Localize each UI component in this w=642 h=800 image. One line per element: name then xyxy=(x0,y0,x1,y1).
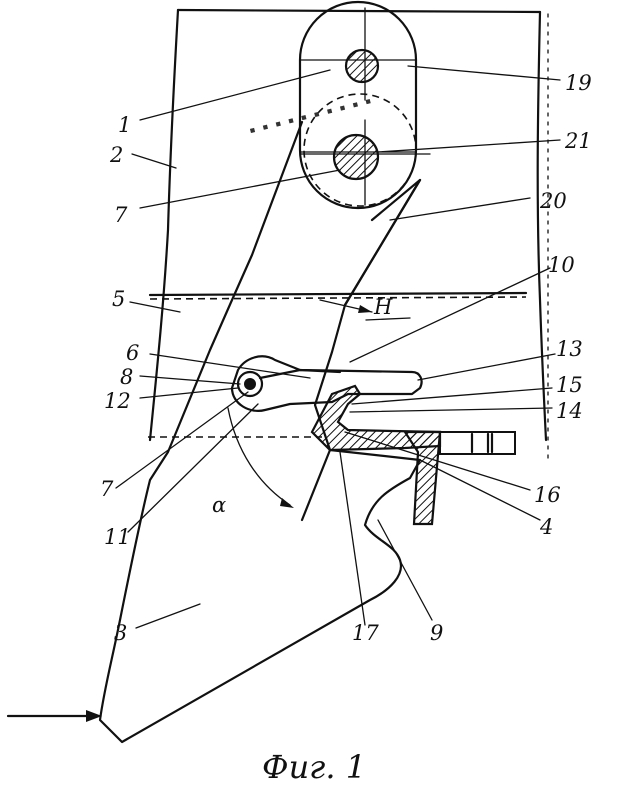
label-19: 19 xyxy=(565,71,592,95)
h-marker xyxy=(319,299,411,321)
label-10: 10 xyxy=(548,253,575,277)
label-1: 1 xyxy=(118,113,131,137)
label-15: 15 xyxy=(556,373,583,397)
label-7-bottom: 7 xyxy=(100,477,114,501)
leader-lines xyxy=(115,65,561,629)
label-3: 3 xyxy=(114,621,127,645)
lever-3 xyxy=(98,120,422,744)
label-8: 8 xyxy=(120,365,133,389)
force-arrow xyxy=(6,710,102,722)
label-14: 14 xyxy=(556,399,583,423)
label-17: 17 xyxy=(352,621,379,645)
svg-text:▪ ▪ ▪ ▪ ▪ ▪ ▪ ▪ ▪ ▪: ▪ ▪ ▪ ▪ ▪ ▪ ▪ ▪ ▪ ▪ xyxy=(248,94,373,137)
label-12: 12 xyxy=(104,389,131,413)
part-16 xyxy=(439,431,516,455)
latch-plate xyxy=(230,355,423,412)
label-7-top: 7 xyxy=(114,203,128,227)
angle-alpha-arc xyxy=(227,407,294,508)
label-21: 21 xyxy=(564,129,592,153)
label-2: 2 xyxy=(109,143,123,167)
label-20: 20 xyxy=(539,189,567,213)
label-4: 4 xyxy=(539,515,553,539)
labels: 1 2 7 5 6 8 12 7 11 3 19 21 20 10 13 15 … xyxy=(100,71,592,645)
pin-19 xyxy=(344,48,380,84)
hook-section xyxy=(300,384,442,526)
label-16: 16 xyxy=(534,483,561,507)
figure-caption: Фиг. 1 xyxy=(262,748,366,786)
label-11: 11 xyxy=(104,525,131,549)
label-H: H xyxy=(373,295,393,319)
label-13: 13 xyxy=(556,337,583,361)
link-plate: ▪ ▪ ▪ ▪ ▪ ▪ ▪ ▪ ▪ ▪ xyxy=(248,0,431,210)
label-5: 5 xyxy=(112,287,125,311)
label-alpha: α xyxy=(212,493,226,517)
label-6: 6 xyxy=(126,341,139,365)
label-9: 9 xyxy=(430,621,443,645)
pin-21 xyxy=(332,133,380,181)
